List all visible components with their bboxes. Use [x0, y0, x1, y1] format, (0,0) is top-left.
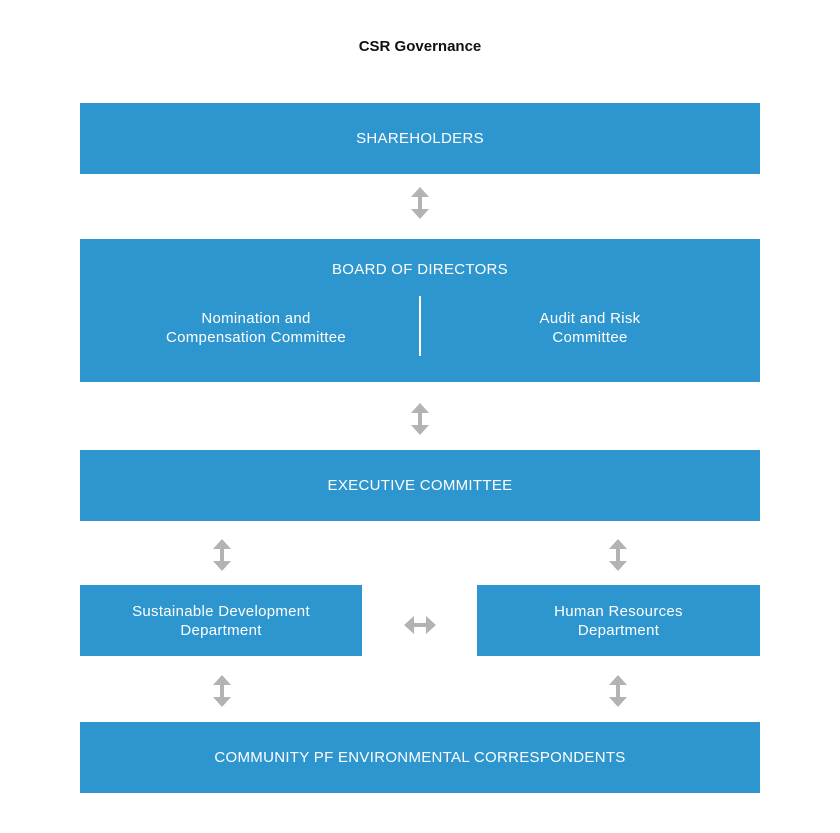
executive-committee-label: EXECUTIVE COMMITTEE: [327, 477, 513, 494]
board-title: BOARD OF DIRECTORS: [332, 261, 508, 278]
shareholders-label: SHAREHOLDERS: [356, 130, 484, 147]
vertical-double-arrow-icon: [608, 674, 628, 708]
human-resources-label: Human Resources Department: [554, 602, 683, 639]
vertical-double-arrow-icon: [212, 538, 232, 572]
vertical-double-arrow-icon: [410, 186, 430, 220]
community-label: COMMUNITY PF ENVIRONMENTAL CORRESPONDENT…: [214, 749, 626, 766]
vertical-double-arrow-icon: [212, 674, 232, 708]
vertical-double-arrow-icon: [608, 538, 628, 572]
audit-committee-label: Audit and Risk Committee: [539, 310, 641, 346]
committee-divider: [419, 296, 421, 356]
sustainable-development-label: Sustainable Development Department: [132, 602, 310, 639]
board-of-directors-box: BOARD OF DIRECTORS Nomination and Compen…: [80, 239, 760, 382]
executive-committee-box: EXECUTIVE COMMITTEE: [80, 450, 760, 521]
nomination-committee-label: Nomination and Compensation Committee: [165, 310, 346, 346]
diagram-title: CSR Governance: [358, 38, 482, 55]
vertical-double-arrow-icon: [410, 402, 430, 436]
shareholders-box: SHAREHOLDERS: [80, 103, 760, 174]
sustainable-development-box: Sustainable Development Department: [80, 585, 362, 656]
community-box: COMMUNITY PF ENVIRONMENTAL CORRESPONDENT…: [80, 722, 760, 793]
human-resources-box: Human Resources Department: [477, 585, 760, 656]
horizontal-double-arrow-icon: [403, 615, 437, 635]
